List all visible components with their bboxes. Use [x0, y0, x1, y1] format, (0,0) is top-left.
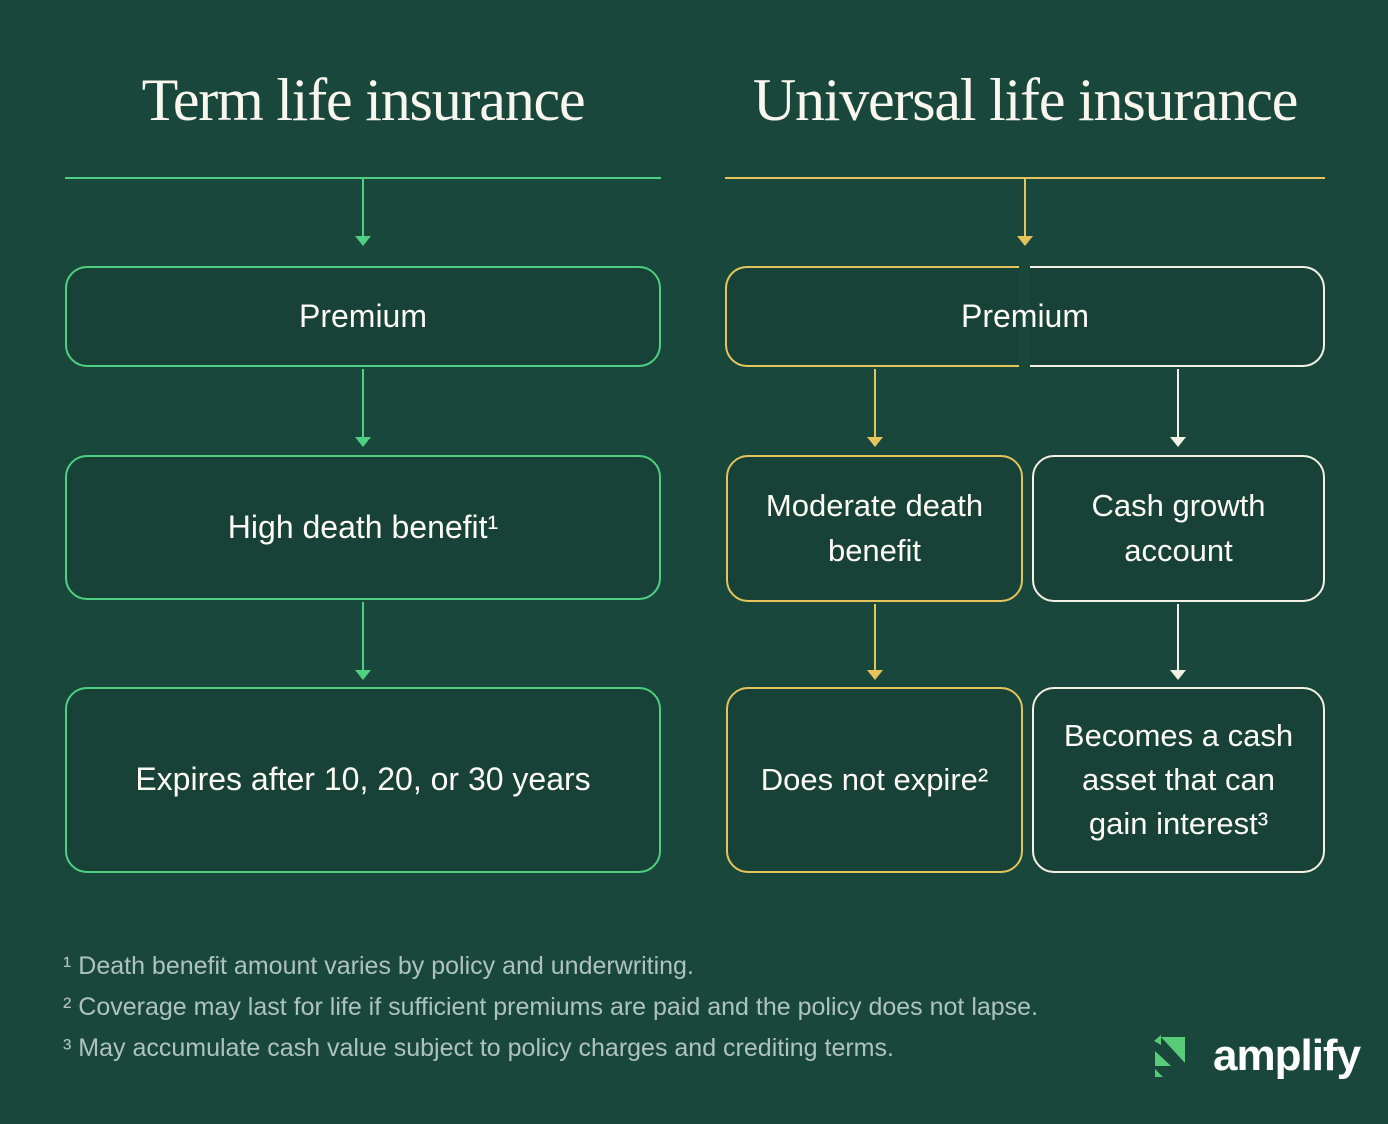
down-arrow-icon [355, 178, 371, 246]
down-arrow-icon [1170, 369, 1186, 447]
arrow-stem [362, 178, 364, 236]
term-expires-node: Expires after 10, 20, or 30 years [65, 687, 661, 873]
arrow-head [1170, 670, 1186, 680]
premium-node-white-half [1030, 266, 1325, 367]
down-arrow-icon [867, 604, 883, 680]
arrow-stem [1177, 369, 1179, 437]
footnote-2: ² Coverage may last for life if sufficie… [63, 993, 1039, 1021]
arrow-stem [1024, 178, 1026, 236]
universal-moderate-benefit-node: Moderate death benefit [726, 455, 1023, 602]
premium-node-yellow-half [725, 266, 1019, 367]
arrow-head [1170, 437, 1186, 447]
arrow-head [1017, 236, 1033, 246]
down-arrow-icon [355, 602, 371, 680]
universal-column-title: Universal life insurance [752, 67, 1299, 133]
arrow-stem [874, 604, 876, 670]
down-arrow-icon [1170, 604, 1186, 680]
footnote-3: ³ May accumulate cash value subject to p… [63, 1034, 894, 1062]
arrow-stem [874, 369, 876, 437]
footnotes: ¹ Death benefit amount varies by policy … [63, 946, 1038, 1069]
arrow-stem [362, 602, 364, 670]
premium-node-label: Premium [960, 298, 1089, 334]
amplify-arrow-icon [1154, 1035, 1185, 1077]
term-premium-node: Premium [65, 266, 661, 367]
arrow-head [355, 236, 371, 246]
down-arrow-icon [355, 369, 371, 447]
amplify-logo: amplify [1148, 1028, 1361, 1084]
down-arrow-icon [1017, 178, 1033, 246]
arrow-head [355, 670, 371, 680]
arrow-stem [362, 369, 364, 437]
down-arrow-icon [867, 369, 883, 447]
arrow-head [867, 670, 883, 680]
term-column-title: Term life insurance [141, 67, 586, 133]
term-death-benefit-node: High death benefit¹ [65, 455, 661, 600]
arrow-head [355, 437, 371, 447]
universal-does-not-expire-node: Does not expire² [726, 687, 1023, 873]
footnote-1: ¹ Death benefit amount varies by policy … [63, 952, 694, 980]
arrow-stem [1177, 604, 1179, 670]
arrow-head [867, 437, 883, 447]
universal-cash-growth-node: Cash growth account [1032, 455, 1325, 602]
universal-cash-asset-node: Becomes a cash asset that can gain inter… [1032, 687, 1325, 873]
amplify-logo-text: amplify [1213, 1031, 1361, 1080]
